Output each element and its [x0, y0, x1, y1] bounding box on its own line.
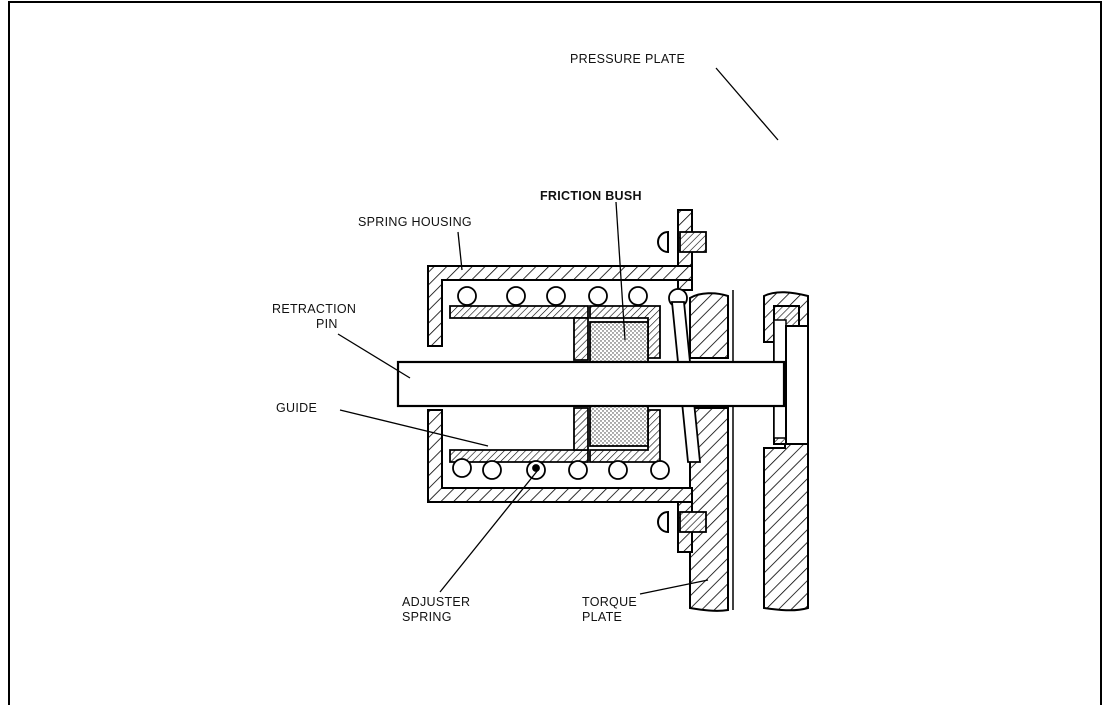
leader-spring-housing [457, 231, 463, 271]
label-torque-plate-line1: TORQUE [582, 595, 637, 609]
leader-lines [337, 67, 779, 595]
labels: PRESSURE PLATE FRICTION BUSH SPRING HOUS… [272, 52, 685, 624]
label-spring-housing: SPRING HOUSING [358, 215, 472, 229]
figure-frame [8, 1, 1102, 705]
leader-guide [339, 409, 489, 447]
spring-housing [427, 265, 693, 503]
label-pressure-plate: PRESSURE PLATE [570, 52, 685, 66]
pressure-plate [763, 291, 809, 612]
retraction-pin [396, 360, 786, 408]
label-friction-bush: FRICTION BUSH [540, 189, 642, 203]
friction-bush [589, 321, 649, 447]
leader-adjuster-spring [439, 469, 539, 593]
label-adjuster-spring-line1: ADJUSTER [402, 595, 470, 609]
leader-pressure-plate [715, 67, 779, 141]
label-guide: GUIDE [276, 401, 317, 415]
label-retraction-pin-line2: PIN [316, 317, 338, 331]
label-retraction-pin-line1: RETRACTION [272, 302, 356, 316]
guide [449, 305, 661, 463]
leader-retraction-pin [337, 333, 411, 379]
label-adjuster-spring-line2: SPRING [402, 610, 452, 624]
label-torque-plate-line2: PLATE [582, 610, 622, 624]
leader-friction-bush [615, 201, 626, 341]
leader-torque-plate [639, 579, 709, 595]
